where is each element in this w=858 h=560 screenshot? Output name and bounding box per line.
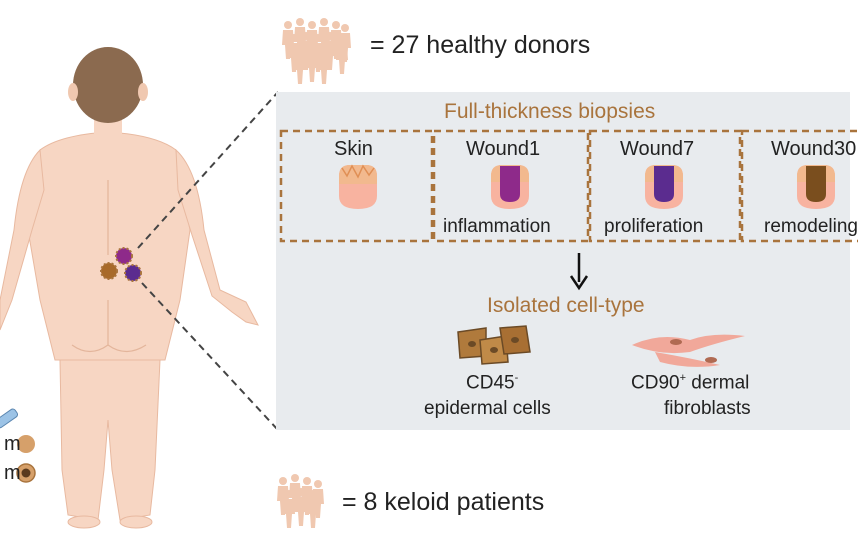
sample-name-skin: Skin [334, 138, 373, 160]
sample-name-wound1: Wound1 [466, 138, 541, 160]
sample-boxes [279, 129, 858, 243]
person-icon [336, 36, 348, 74]
stage-remodeling: remodeling [764, 216, 858, 237]
legend-swatch-1 [17, 435, 35, 453]
wound30-sample-icon [797, 165, 835, 209]
cell-type-epidermal-line1: CD45- [466, 372, 519, 394]
cell-type-epidermal-line2: epidermal cells [424, 398, 551, 419]
donors-label: = 27 healthy donors [370, 31, 591, 59]
cell-type-fibroblast-line2: fibroblasts [664, 398, 751, 419]
biopsies-title: Full-thickness biopsies [444, 100, 656, 123]
syringe-icon [0, 408, 19, 429]
biopsy-panel [276, 92, 850, 430]
legend-label-2: m [4, 462, 21, 484]
human-figure [0, 47, 259, 529]
person-icon [318, 46, 330, 84]
down-arrow-icon [569, 253, 589, 291]
cell-type-fibroblast-line1: CD90+ dermal [631, 372, 750, 394]
fibroblasts-icon [632, 334, 745, 367]
person-icon [295, 488, 307, 526]
sample-name-wound30: Wound30 [771, 138, 857, 160]
person-icon [294, 46, 306, 84]
wound7-sample-icon [645, 165, 683, 209]
donors-people-icon-set [282, 18, 351, 84]
wound1-sample-icon [491, 165, 529, 209]
patients-label: = 8 keloid patients [342, 488, 545, 516]
zoom-line-bottom [141, 282, 279, 431]
sample-name-wound7: Wound7 [620, 138, 695, 160]
stage-proliferation: proliferation [604, 216, 704, 237]
skin-sample-icon [339, 164, 377, 209]
person-icon [283, 490, 295, 528]
epidermal-cells-icon [457, 325, 531, 365]
person-icon [306, 44, 318, 82]
back-wound-sites [100, 247, 142, 282]
person-icon [307, 490, 319, 528]
stage-inflammation: inflammation [443, 216, 551, 237]
legend-label-1: m [4, 433, 21, 455]
patients-people-icon-set [277, 474, 324, 528]
zoom-line-top [137, 91, 279, 249]
isolated-title: Isolated cell-type [487, 294, 645, 317]
